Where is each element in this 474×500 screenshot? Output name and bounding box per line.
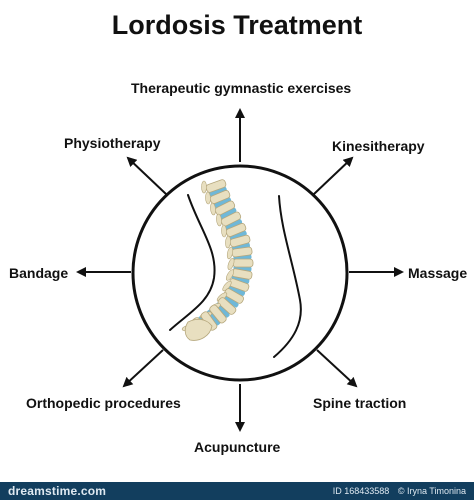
label-acupuncture: Acupuncture xyxy=(194,439,281,455)
spinous-process xyxy=(227,257,235,271)
spinous-process xyxy=(201,180,207,194)
spinous-process xyxy=(205,191,211,205)
arrow-bottom-right xyxy=(316,349,358,388)
spinous-process xyxy=(221,224,227,238)
lordosis-diagram xyxy=(76,108,404,432)
footer-meta: ID 168433588 © Iryna Timonina xyxy=(333,486,466,496)
vertebra xyxy=(209,304,227,324)
label-orthopedic-procedures: Orthopedic procedures xyxy=(26,395,181,411)
footer-logo: dreamstime.com xyxy=(8,484,107,498)
intervertebral-disc xyxy=(222,294,239,308)
vertebra xyxy=(232,258,254,268)
image-credit: © Iryna Timonina xyxy=(397,486,466,496)
sacrum xyxy=(184,318,213,341)
arrow-top-right xyxy=(313,156,354,195)
label-therapeutic-exercises: Therapeutic gymnastic exercises xyxy=(131,80,352,96)
vertebra xyxy=(217,297,237,315)
intervertebral-disc xyxy=(219,207,237,220)
spinous-process xyxy=(225,235,231,249)
intervertebral-disc xyxy=(227,285,246,296)
spinous-process xyxy=(226,246,234,260)
arrow-bottom-left xyxy=(122,349,164,388)
vertebra xyxy=(214,200,236,216)
arrow-top-left xyxy=(126,156,167,195)
intervertebral-disc xyxy=(213,197,232,208)
spinous-process xyxy=(210,202,216,216)
label-physiotherapy: Physiotherapy xyxy=(64,135,161,151)
arrows xyxy=(76,108,404,432)
vertebra xyxy=(209,190,231,204)
label-massage: Massage xyxy=(408,265,468,281)
spinous-process xyxy=(222,280,232,292)
vertebra xyxy=(220,211,242,227)
footer-bar: dreamstime.com ID 168433588 © Iryna Timo… xyxy=(0,482,474,500)
vertebra xyxy=(225,223,247,237)
front-outline xyxy=(273,195,302,358)
back-outline xyxy=(169,194,216,331)
vertebra xyxy=(224,288,244,304)
intervertebral-disc xyxy=(209,186,227,197)
intervertebral-disc xyxy=(224,219,243,230)
diagram-title: Lordosis Treatment xyxy=(111,10,363,40)
body-silhouette xyxy=(169,194,302,358)
label-bandage: Bandage xyxy=(9,265,69,281)
label-kinesitherapy: Kinesitherapy xyxy=(332,138,425,154)
label-spine-traction: Spine traction xyxy=(313,395,407,411)
spinous-process xyxy=(225,269,235,281)
spine xyxy=(181,179,254,341)
intervertebral-disc xyxy=(229,230,247,241)
image-id: ID 168433588 xyxy=(332,486,390,496)
spinous-process xyxy=(216,213,222,227)
